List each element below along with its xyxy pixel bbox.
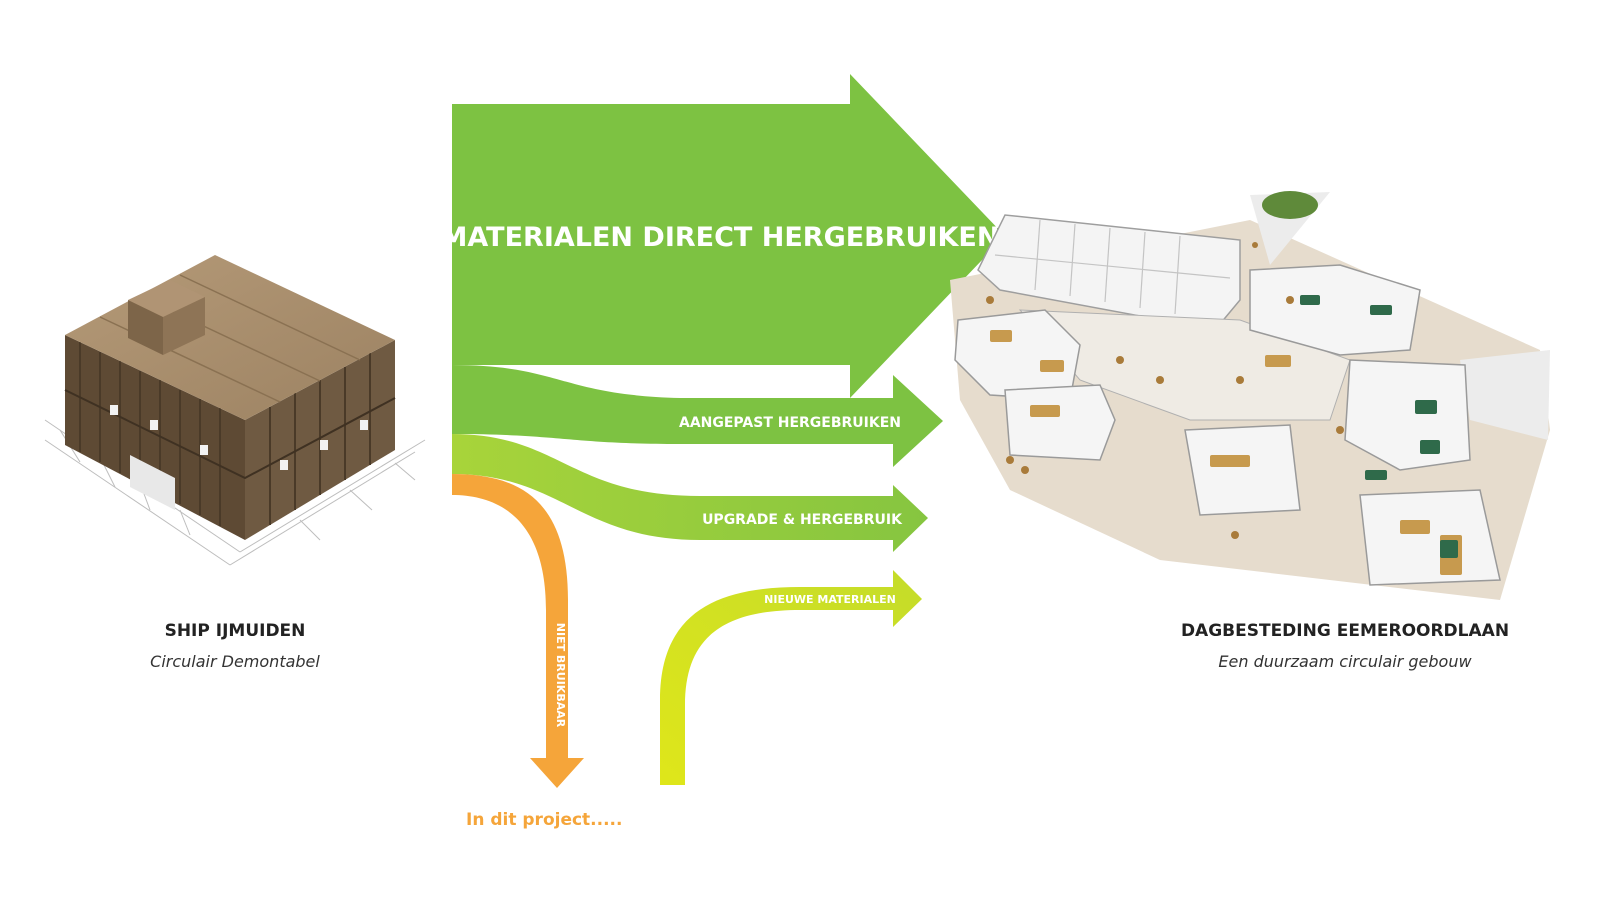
flow-arrow-direct-reuse (452, 74, 1005, 398)
building-windows (110, 405, 368, 470)
source-building-title: SHIP IJMUIDEN (164, 621, 306, 641)
flow-arrow-adapted-reuse (452, 365, 943, 467)
target-building-subtitle: Een duurzaam circulair gebouw (1218, 652, 1472, 671)
flow-arrow-upgrade-reuse (452, 434, 928, 552)
flow-arrow-new-materials (660, 570, 922, 785)
source-building-subtitle: Circulair Demontabel (150, 652, 320, 671)
people-figures (986, 242, 1344, 539)
tree-icon (1262, 191, 1318, 219)
project-note: In dit project..... (466, 810, 623, 830)
flow-label-adapted-reuse: AANGEPAST HERGEBRUIKEN (679, 415, 901, 431)
flow-label-not-usable: NIET BRUIKBAAR (554, 623, 567, 728)
furniture-green-tables (1300, 295, 1458, 558)
source-building-illustration (44, 255, 426, 566)
target-building-title: DAGBESTEDING EEMEROORDLAAN (1180, 621, 1510, 641)
flow-label-direct-reuse: MATERIALEN DIRECT HERGEBRUIKEN (441, 222, 1000, 253)
flow-label-upgrade-reuse: UPGRADE & HERGEBRUIK (702, 512, 903, 528)
flow-label-new-materials: NIEUWE MATERIALEN (764, 593, 896, 606)
building-entrance (130, 455, 175, 510)
flow-arrow-not-usable (452, 474, 584, 788)
target-building-illustration (950, 191, 1550, 600)
